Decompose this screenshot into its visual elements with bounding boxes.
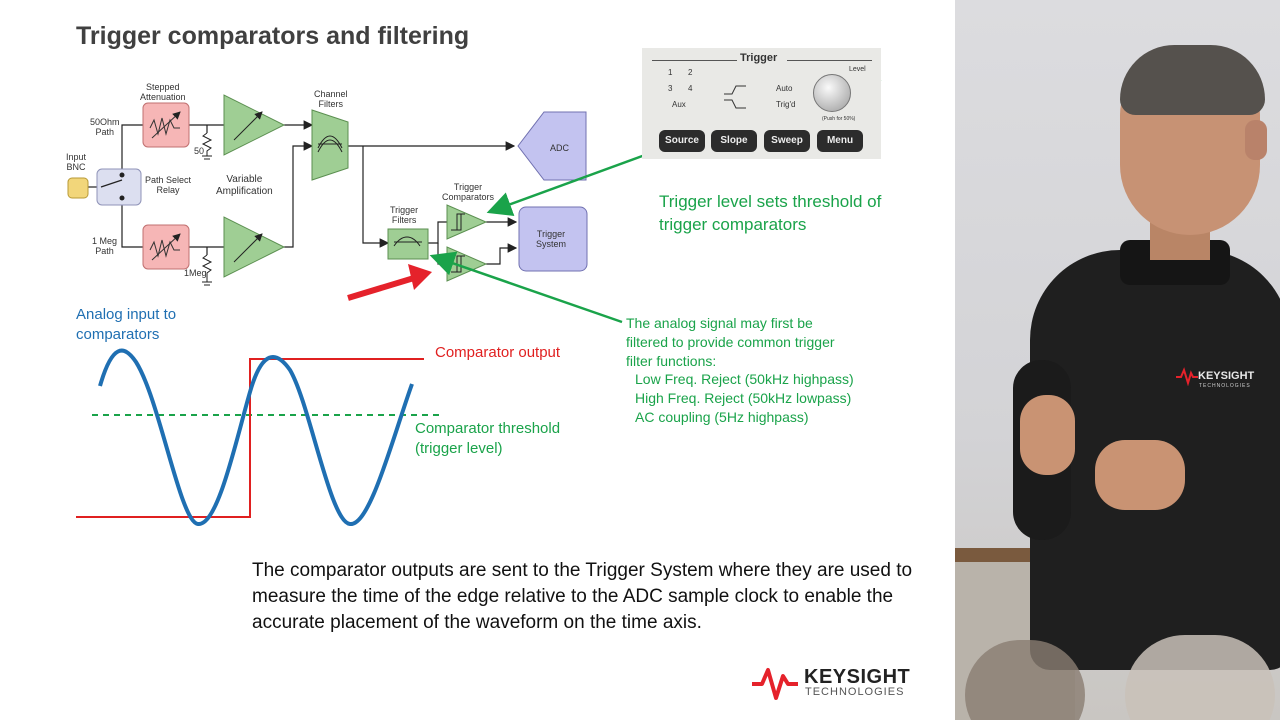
variable-amplification-label: Variable Amplification xyxy=(216,174,273,197)
panel-level-label: Level xyxy=(849,66,866,73)
red-pointer-arrow xyxy=(347,275,415,301)
shirt-logo-text: KEYSIGHT xyxy=(1198,370,1255,382)
path-select-relay-block xyxy=(96,168,142,206)
slide-title: Trigger comparators and filtering xyxy=(76,22,470,50)
input-bnc-connector xyxy=(67,177,89,199)
comparator-output-line xyxy=(76,358,424,518)
slope-icons xyxy=(724,85,746,109)
trigger-level-arrow xyxy=(486,153,646,217)
filter-item-high-freq: High Freq. Reject (50kHz lowpass) xyxy=(635,390,852,406)
stepped-attenuation-label: Stepped Attenuation xyxy=(140,82,186,102)
bottom-description: The comparator outputs are sent to the T… xyxy=(252,560,913,633)
panel-auto: Auto xyxy=(776,84,793,93)
panel-aux: Aux xyxy=(672,100,686,109)
level-knob[interactable] xyxy=(813,74,851,112)
input-bnc-label: Input BNC xyxy=(66,152,87,172)
trigger-filters-label: Trigger Filters xyxy=(390,205,419,225)
comparator-threshold-label: Comparator threshold (trigger level) xyxy=(415,420,561,457)
audience-head-2 xyxy=(1125,635,1275,720)
resistor-50-label: 50 xyxy=(194,146,205,156)
adc-label: ADC xyxy=(550,143,570,153)
block-diagram xyxy=(67,59,882,526)
variable-amp-upper xyxy=(223,94,286,156)
speaker-hair xyxy=(1120,45,1265,115)
trigger-comparators-label: Trigger Comparators xyxy=(442,182,495,202)
sweep-button[interactable]: Sweep xyxy=(764,130,810,152)
keysight-logo-text: KEYSIGHT xyxy=(804,666,911,688)
menu-button[interactable]: Menu xyxy=(817,130,863,152)
panel-ch1: 1 xyxy=(668,68,673,77)
speaker-video: KEYSIGHT TECHNOLOGIES xyxy=(955,0,1280,720)
comparator-output-label: Comparator output xyxy=(435,344,561,361)
path-1meg-label: 1 Meg Path xyxy=(92,236,118,256)
panel-push-label: (Push for 50%) xyxy=(822,116,856,122)
trigger-system-block xyxy=(518,206,588,272)
trigger-front-panel: Trigger Level 1 2 3 4 Aux Auto Trig'd (P… xyxy=(642,48,881,159)
audience-head-1 xyxy=(965,640,1085,720)
channel-filters-label: Channel Filters xyxy=(314,89,348,109)
panel-ch2: 2 xyxy=(688,68,693,77)
resistor-1meg-label: 1Meg xyxy=(184,268,207,278)
filter-item-ac-coupling: AC coupling (5Hz highpass) xyxy=(635,409,809,425)
source-button[interactable]: Source xyxy=(659,130,705,152)
panel-ch3: 3 xyxy=(668,84,673,93)
path-select-relay-label: Path Select Relay xyxy=(145,175,192,195)
trigger-comparator-upper xyxy=(446,204,488,240)
slope-button[interactable]: Slope xyxy=(711,130,757,152)
variable-amp-lower xyxy=(223,216,286,278)
filter-arrow xyxy=(429,251,623,324)
keysight-logo-subtext: TECHNOLOGIES xyxy=(805,686,905,698)
panel-trigd: Trig'd xyxy=(776,100,796,109)
panel-header: Trigger xyxy=(740,52,778,64)
filter-annotation: The analog signal may first be filtered … xyxy=(626,315,835,369)
analog-input-label: Analog input to comparators xyxy=(76,306,177,343)
shirt-logo-icon xyxy=(1176,367,1198,386)
trigger-system-label: Trigger System xyxy=(536,229,567,249)
shirt-logo-subtext: TECHNOLOGIES xyxy=(1199,383,1251,389)
filter-item-low-freq: Low Freq. Reject (50kHz highpass) xyxy=(635,371,854,387)
trigger-level-annotation: Trigger level sets threshold of trigger … xyxy=(659,192,882,234)
channel-filter-block xyxy=(311,109,349,181)
slide: Trigger comparators and filtering xyxy=(66,22,913,700)
path-50ohm-label: 50Ohm Path xyxy=(90,117,120,137)
trigger-filter-block xyxy=(387,228,429,260)
panel-ch4: 4 xyxy=(688,84,693,93)
speaker-ear xyxy=(1245,120,1267,160)
keysight-logo-icon xyxy=(752,668,798,700)
analog-sine-wave xyxy=(98,348,414,526)
speaker-left-hand xyxy=(1020,395,1075,475)
speaker-right-hand xyxy=(1095,440,1185,510)
adc-block xyxy=(517,111,587,181)
